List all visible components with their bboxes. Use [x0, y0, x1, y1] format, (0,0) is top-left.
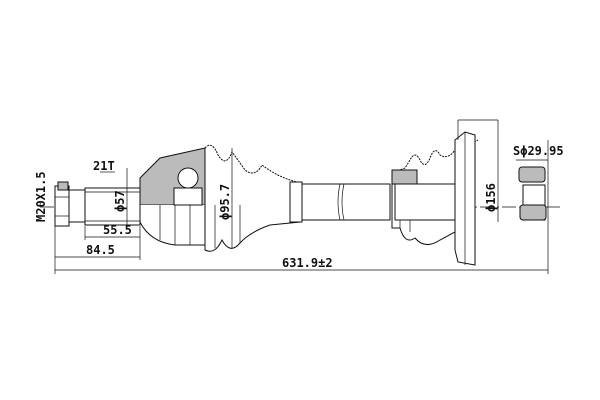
stud-length-label: 84.5	[86, 243, 115, 257]
shaft	[301, 183, 391, 221]
spline-length-label: 55.5	[103, 223, 132, 237]
spline-diameter-label: ϕ57	[113, 190, 127, 212]
outer-cv-joint	[139, 147, 206, 246]
inner-flange	[454, 120, 476, 266]
outer-boot	[204, 144, 303, 252]
total-length-label: 631.9±2	[282, 256, 333, 270]
spline-teeth-label: 21T	[93, 159, 115, 173]
inner-boot	[391, 139, 479, 245]
threaded-stud	[54, 181, 86, 227]
dimension-lines	[54, 119, 549, 274]
flange-diameter-label: ϕ156	[484, 183, 498, 212]
ball-diameter-label: Sϕ29.95	[513, 144, 564, 158]
thread-label: M20X1.5	[34, 171, 48, 222]
tripod-ball	[518, 166, 547, 221]
outer-joint-diameter-label: ϕ95.7	[218, 184, 232, 220]
